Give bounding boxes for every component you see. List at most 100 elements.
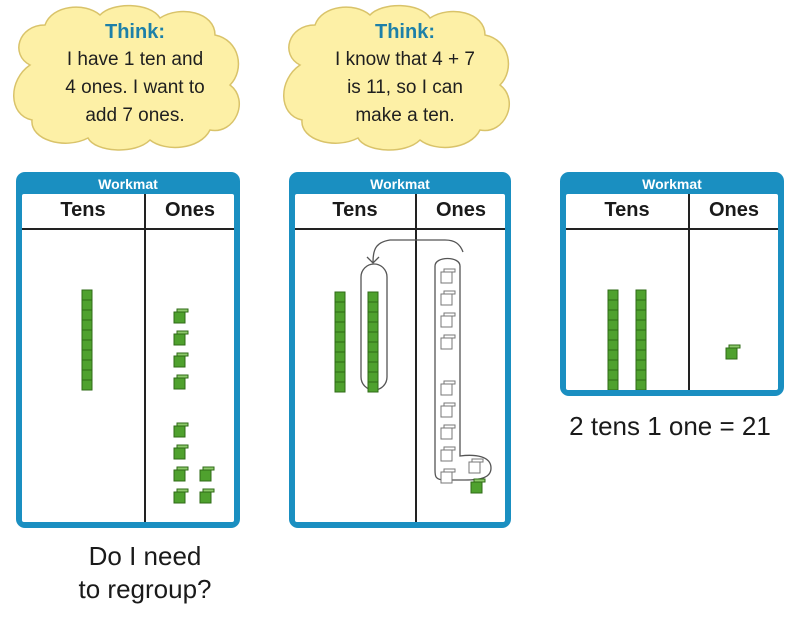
rod-unit [367, 371, 379, 383]
cube-top [471, 458, 484, 463]
rod-unit [334, 351, 346, 363]
cube-top [443, 424, 456, 429]
rod-unit [334, 331, 346, 343]
rod-unit [607, 299, 619, 311]
cube-top [176, 352, 189, 357]
faded-ones-cube [440, 268, 456, 284]
ones-cube [470, 478, 486, 494]
cube-face [199, 469, 212, 482]
rod-unit [635, 309, 647, 321]
ones-cube [173, 444, 189, 460]
rod-unit [607, 329, 619, 341]
cube-top [202, 488, 215, 493]
workmat-1-column-divider [144, 194, 146, 522]
workmat-3: Workmat Tens Ones [560, 172, 784, 396]
cube-face [173, 469, 186, 482]
cube-top [443, 290, 456, 295]
ones-cube [173, 488, 189, 504]
tens-rods [607, 289, 647, 390]
cube-face [173, 425, 186, 438]
rod-unit [81, 379, 93, 391]
rod-unit [607, 349, 619, 361]
rod-unit [81, 289, 93, 301]
workmat-1: Workmat Tens Ones [16, 172, 240, 528]
cube-face [173, 377, 186, 390]
tens-rod-block [607, 289, 619, 390]
workmat-2-board: Tens Ones [295, 194, 505, 522]
cube-face [440, 449, 453, 462]
workmat-2-header-divider [295, 228, 505, 230]
bubble-1-line-3: add 7 ones. [85, 105, 185, 126]
thought-bubble-2 [283, 4, 510, 151]
tens-rod-block [81, 289, 93, 391]
ones-cube [173, 422, 189, 438]
ones-cube [173, 330, 189, 346]
ones-cube [173, 466, 189, 482]
rod-unit [334, 341, 346, 353]
faded-ones-cube [440, 468, 456, 484]
rod-unit [635, 349, 647, 361]
workmat-2-title: Workmat [370, 176, 430, 192]
cube-top [443, 268, 456, 273]
cube-top [176, 488, 189, 493]
cube-face [440, 315, 453, 328]
rod-unit [607, 369, 619, 381]
rod-unit [635, 359, 647, 371]
workmat-2-blocks [334, 239, 492, 494]
cube-face [440, 337, 453, 350]
cube-top [176, 330, 189, 335]
cube-face [440, 405, 453, 418]
cube-face [470, 481, 483, 494]
rod-unit [367, 381, 379, 393]
cube-face [173, 333, 186, 346]
thought-bubble-1 [13, 4, 240, 151]
tens-rod-block [334, 291, 346, 393]
cube-top [176, 466, 189, 471]
cube-top [176, 374, 189, 379]
tens-rod-block [367, 291, 379, 393]
tens-rod [81, 289, 93, 391]
rod-unit [334, 371, 346, 383]
rod-unit [367, 301, 379, 313]
rod-unit [607, 319, 619, 331]
cube-top [443, 312, 456, 317]
ones-cube [725, 344, 741, 360]
faded-ones-cube [440, 312, 456, 328]
faded-ones-cube [440, 402, 456, 418]
cube-face [173, 491, 186, 504]
thought-bubbles-layer [13, 4, 510, 151]
cube-top [176, 422, 189, 427]
workmat-1-tens-header: Tens [60, 199, 106, 221]
cube-top [473, 478, 486, 483]
faded-ones-cubes [440, 268, 484, 484]
faded-ones-cube [440, 334, 456, 350]
workmat-2-column-divider [415, 194, 417, 522]
ones-cube [173, 374, 189, 390]
rod-unit [367, 311, 379, 323]
workmat-2-ones-header: Ones [435, 199, 487, 221]
workmat-3-ones-header: Ones [708, 199, 760, 221]
workmat-1-ones-header: Ones [164, 199, 216, 221]
rod-unit [635, 319, 647, 331]
faded-ones-cube [440, 424, 456, 440]
cube-face [440, 383, 453, 396]
cube-top [728, 344, 741, 349]
cube-top [176, 308, 189, 313]
cube-face [440, 293, 453, 306]
rod-unit [367, 341, 379, 353]
workmat-1-board: Tens Ones [22, 194, 234, 522]
cube-top [443, 468, 456, 473]
cube-face [173, 311, 186, 324]
faded-ones-cube [440, 446, 456, 462]
bubble-1-line-2: 4 ones. I want to [65, 77, 205, 98]
cube-face [173, 355, 186, 368]
rod-unit [334, 361, 346, 373]
cube-face [173, 447, 186, 460]
rod-unit [81, 359, 93, 371]
rod-unit [607, 289, 619, 301]
workmat-3-blocks [607, 289, 741, 390]
rod-unit [81, 349, 93, 361]
cube-face [468, 461, 481, 474]
thought-bubble-2-text: Think: I know that 4 + 7 is 11, so I can… [310, 18, 500, 130]
faded-ones-cube [468, 458, 484, 474]
